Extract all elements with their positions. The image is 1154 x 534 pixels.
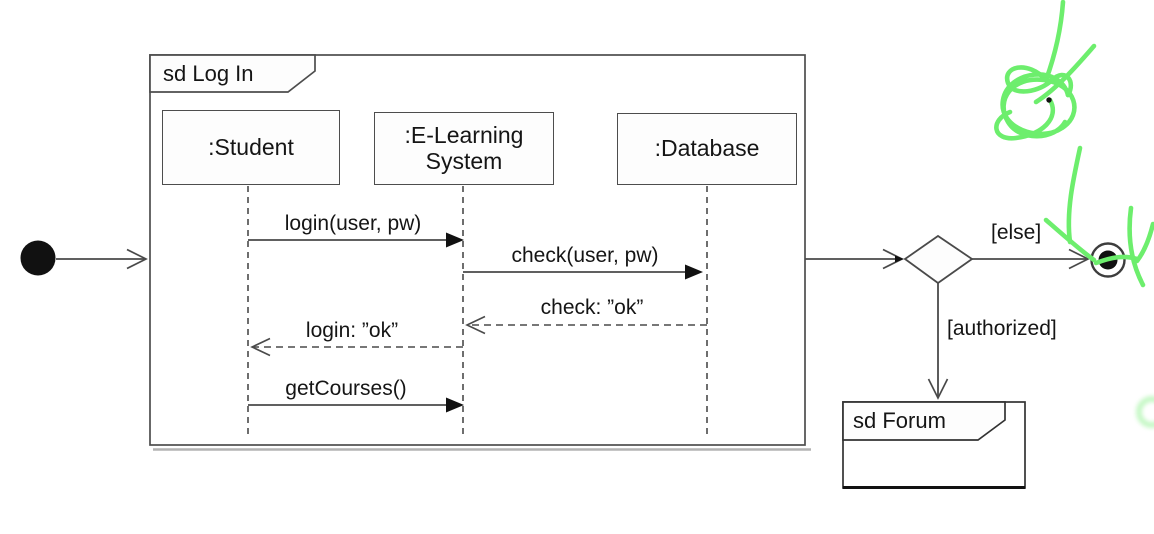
message-login-arrow: [248, 232, 464, 248]
flow-authorized-to-forum: [927, 283, 949, 400]
message-check-return-arrow: [465, 315, 707, 335]
scribble-y-stem: [1127, 205, 1146, 288]
message-label-login: login(user, pw): [284, 212, 422, 235]
login-frame-name-tab: [149, 54, 316, 93]
message-label-check: check(user, pw): [511, 244, 659, 267]
message-label-getcourses: getCourses(): [285, 377, 407, 400]
lifeline-name: :Student: [208, 133, 294, 160]
scribble-diagonal-stroke: [1033, 43, 1097, 105]
lifeline-name: :E-Learning System: [404, 121, 524, 174]
flow-else-to-final: [972, 248, 1090, 270]
decision-diamond: [903, 234, 974, 285]
scribble-knot-loop-2: [994, 97, 1056, 141]
flow-initial-to-frame: [56, 248, 148, 270]
green-scribble-annotation: [994, 0, 1154, 288]
scribble-cross-stroke: [1043, 217, 1097, 263]
message-label-login-return: login: ”ok”: [305, 319, 399, 342]
guard-else: [else]: [991, 221, 1042, 244]
lifeline-head-database: :Database: [617, 113, 797, 185]
forum-frame-name-tab: [842, 401, 1006, 441]
login-frame-title: sd Log In: [163, 61, 254, 86]
initial-node: [20, 240, 56, 276]
lifeline-head-elearning-system: :E-Learning System: [374, 112, 554, 185]
message-label-check-return: check: ”ok”: [540, 296, 644, 319]
scribble-tail-stroke: [1066, 145, 1083, 245]
flow-frame-to-decision: [805, 248, 904, 270]
message-login-return-arrow: [250, 337, 463, 357]
forum-frame-title: sd Forum: [853, 408, 946, 433]
scribble-knot-loop-1: [1000, 72, 1077, 139]
scribble-vertical-stroke: [1043, 0, 1066, 83]
guard-authorized: [authorized]: [947, 317, 1057, 340]
lifeline-head-student: :Student: [162, 110, 340, 185]
scribble-faint-circle: [1136, 396, 1154, 428]
lifeline-name: :Database: [654, 135, 760, 162]
scribble-y-branch: [1134, 221, 1154, 264]
message-check-arrow: [463, 264, 703, 280]
message-getcourses-arrow: [248, 397, 464, 413]
scribble-black-dot: [1046, 97, 1052, 103]
